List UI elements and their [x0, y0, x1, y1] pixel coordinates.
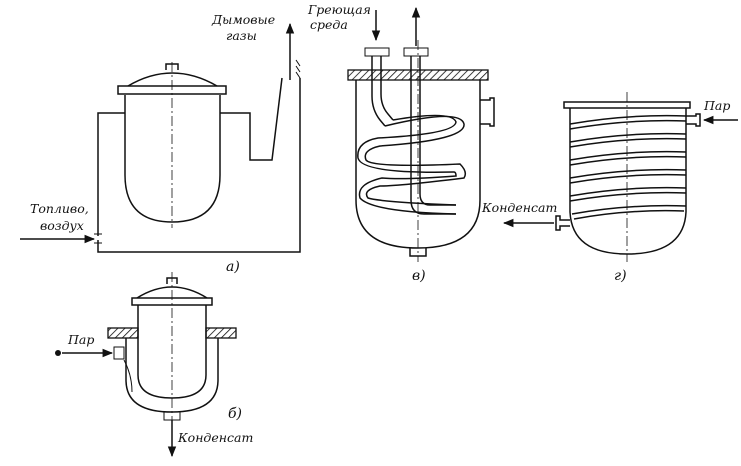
panel-b-jacketed-vessel: Пар Конденсат б)	[55, 272, 253, 458]
steam-label-g: Пар	[703, 98, 730, 113]
flue-gases-label-line2: газы	[226, 28, 257, 43]
steam-nozzle-g	[686, 113, 701, 127]
coil-outlet-flange	[403, 47, 429, 57]
heating-medium-label-line1: Греющая	[307, 2, 371, 17]
condensate-label-v: Конденсат	[481, 200, 557, 215]
coil-inlet-flange	[364, 47, 390, 57]
coil-inlet-pipe	[371, 56, 394, 127]
vessel-v-side-nozzle	[480, 97, 495, 127]
jacket-flange-left	[107, 327, 139, 339]
furnace-outline	[97, 77, 301, 253]
fuel-air-label-line1: Топливо,	[30, 201, 89, 216]
external-coil-turns	[569, 114, 687, 220]
panel-a-fired-heater: Дымовые газы Топливо, воздух а)	[20, 12, 301, 275]
caption-a: а)	[226, 259, 240, 275]
steam-label-b: Пар	[67, 332, 94, 347]
panel-v-internal-coil: Греющая среда Конденсат в)	[307, 2, 557, 284]
condensate-label-b: Конденсат	[177, 430, 253, 445]
vessel-b-lid	[136, 286, 208, 299]
vessel-a-rim	[117, 85, 227, 95]
coil-outlet-pipe	[410, 56, 456, 215]
condensate-nozzle-g	[555, 215, 570, 231]
steam-source-dot	[55, 350, 61, 356]
chimney-marks	[295, 59, 301, 79]
caption-v: в)	[412, 268, 426, 284]
caption-b: б)	[228, 406, 242, 422]
flue-gases-label-line1: Дымовые	[211, 12, 275, 27]
vessel-b-rim	[131, 297, 213, 306]
vessel-a	[124, 95, 221, 223]
vessel-a-lid	[127, 72, 218, 87]
vessel-g-rim	[563, 101, 691, 109]
coil-turns-inner	[357, 114, 457, 215]
coil-turns	[364, 115, 467, 206]
steam-inner-pipe	[123, 359, 133, 393]
heating-medium-label-line2: среда	[310, 17, 348, 32]
panel-g-external-coil: Пар г)	[502, 92, 738, 284]
fuel-air-label-line2: воздух	[40, 218, 84, 233]
steam-nozzle	[113, 346, 125, 360]
jacket-flange-right	[205, 327, 237, 339]
caption-g: г)	[614, 268, 627, 284]
